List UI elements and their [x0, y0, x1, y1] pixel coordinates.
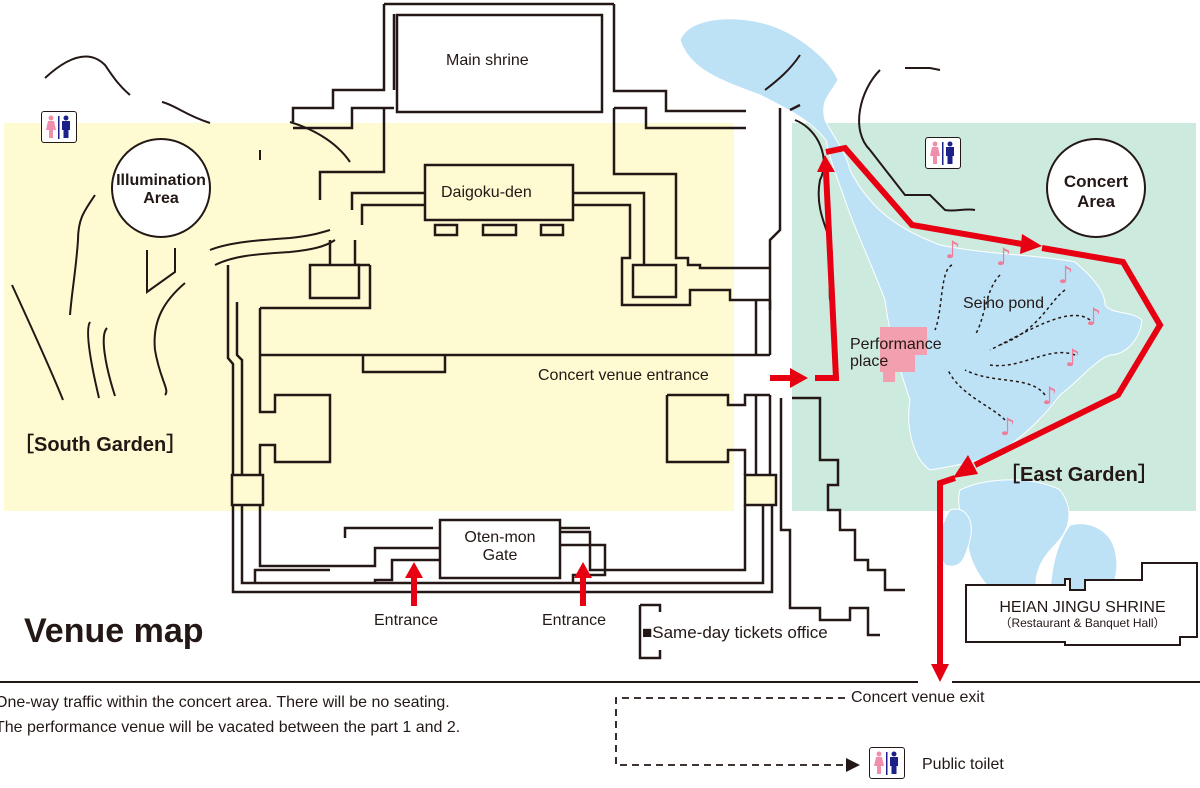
- restroom-icon: [869, 747, 905, 779]
- red-arrow-icon: [405, 562, 423, 578]
- route-notes: One-way traffic within the concert area.…: [0, 690, 460, 740]
- seiho-pond: [679, 18, 1143, 601]
- note-line: One-way traffic within the concert area.…: [0, 694, 450, 711]
- music-note-icon: ♪: [1000, 413, 1015, 441]
- concert-area-circle: [1046, 138, 1146, 238]
- landscape-lines: [11, 54, 976, 401]
- illumination-area-label: Illumination Area: [116, 172, 206, 208]
- illumination-area-circle: [111, 138, 211, 238]
- east-garden-label: ［East Garden］: [1000, 464, 1158, 486]
- legend-dashed-connector: [615, 697, 848, 766]
- daigoku-den-label: Daigoku-den: [441, 184, 532, 201]
- music-note-icon: ♪: [996, 243, 1011, 271]
- music-note-icon: ♪: [1058, 261, 1073, 289]
- concert-area-label: Concert Area: [1063, 172, 1129, 211]
- music-note-icon: ♪: [1042, 382, 1057, 410]
- concert-entrance-label: Concert venue entrance: [538, 367, 709, 384]
- red-arrow-icon: [931, 664, 949, 682]
- tickets-office-label: ■Same-day tickets office: [642, 623, 828, 642]
- red-arrow-icon: [1020, 234, 1042, 254]
- red-arrow-icon: [817, 155, 835, 172]
- red-arrow-icon: [953, 455, 978, 478]
- performance-place: [880, 327, 927, 382]
- main-shrine-building: [395, 13, 604, 114]
- red-arrow-icon: [574, 562, 592, 578]
- note-line: The performance venue will be vacated be…: [0, 719, 461, 736]
- shrine-complex-outline: [226, 2, 905, 660]
- seiho-pond-label: Seiho pond: [963, 295, 1044, 312]
- entrance-right-label: Entrance: [542, 612, 607, 629]
- concert-exit-label: Concert venue exit: [851, 689, 985, 706]
- entrance-left-label: Entrance: [374, 612, 439, 629]
- oten-mon-gate-label: Oten-mon Gate: [464, 529, 536, 565]
- music-note-icon: ♪: [1086, 303, 1101, 331]
- music-note-icon: ♪: [945, 236, 960, 264]
- restroom-icon: [925, 137, 961, 169]
- oten-mon-gate-building: [438, 518, 562, 580]
- heian-jingu-label: HEIAN JINGU SHRINE （Restaurant & Banquet…: [999, 599, 1166, 631]
- page-title: Venue map: [24, 612, 204, 650]
- one-way-route: [770, 144, 1164, 668]
- performance-place-label: Performance place: [850, 336, 942, 370]
- music-note-icon: ♪: [1065, 344, 1080, 372]
- route-arrowheads: [405, 155, 1042, 682]
- arrow-right-icon: [846, 758, 860, 772]
- sound-paths: [934, 264, 1091, 421]
- red-arrow-icon: [790, 368, 808, 388]
- music-notes: ♪ ♪ ♪ ♪ ♪ ♪ ♪: [945, 236, 1101, 441]
- public-toilet-label: Public toilet: [922, 756, 1004, 773]
- restroom-icon: [41, 111, 77, 143]
- main-shrine-label: Main shrine: [446, 52, 529, 69]
- south-garden-label: ［South Garden］: [14, 434, 187, 456]
- heian-jingu-building: [965, 562, 1198, 646]
